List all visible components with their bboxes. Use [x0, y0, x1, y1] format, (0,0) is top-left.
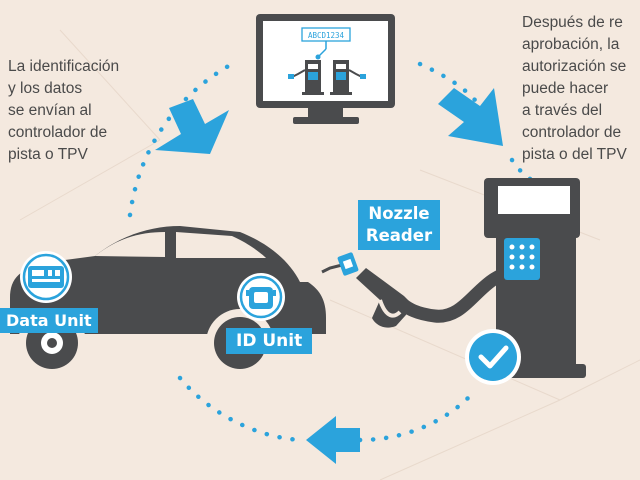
- left-caption: La identificación y los datos se envían …: [8, 56, 119, 166]
- right-caption: Después de re aprobación, la autorizació…: [522, 12, 627, 166]
- left-caption-line: se envían al: [8, 102, 92, 119]
- right-caption-line: pista o del TPV: [522, 146, 627, 163]
- id-unit-device-icon: [237, 273, 285, 321]
- left-caption-line: La identificación: [8, 58, 120, 75]
- left-caption-line: y los datos: [8, 80, 83, 97]
- left-caption-line: pista o TPV: [8, 146, 88, 163]
- right-caption-line: aprobación, la: [522, 36, 620, 53]
- right-caption-line: autorización se: [522, 58, 627, 75]
- arrow-up-right: [155, 99, 229, 154]
- right-caption-line: a través del: [522, 102, 603, 119]
- right-caption-line: Después de re: [522, 14, 623, 31]
- license-plate-text: ABCD1234: [308, 31, 345, 40]
- nozzle-reader-label-line: Reader: [365, 226, 433, 245]
- nozzle-reader-label-line: Nozzle: [368, 204, 430, 223]
- checkmark-icon: [465, 329, 521, 385]
- fuel-nozzle-icon: [321, 252, 527, 328]
- left-caption-line: controlador de: [8, 124, 108, 141]
- id-unit-label: ID Unit: [226, 328, 313, 354]
- right-caption-line: controlador de: [522, 124, 622, 141]
- data-unit-device-icon: [20, 251, 72, 303]
- right-caption-line: puede hacer: [522, 80, 609, 97]
- fuel-pump-icon: [484, 178, 586, 378]
- arrow-left: [306, 416, 360, 464]
- arrow-down-right: [438, 88, 503, 146]
- data-unit-label: Data Unit: [0, 308, 98, 333]
- nozzle-reader-label: Nozzle Reader: [358, 200, 440, 250]
- monitor-icon: ABCD1234: [256, 14, 395, 124]
